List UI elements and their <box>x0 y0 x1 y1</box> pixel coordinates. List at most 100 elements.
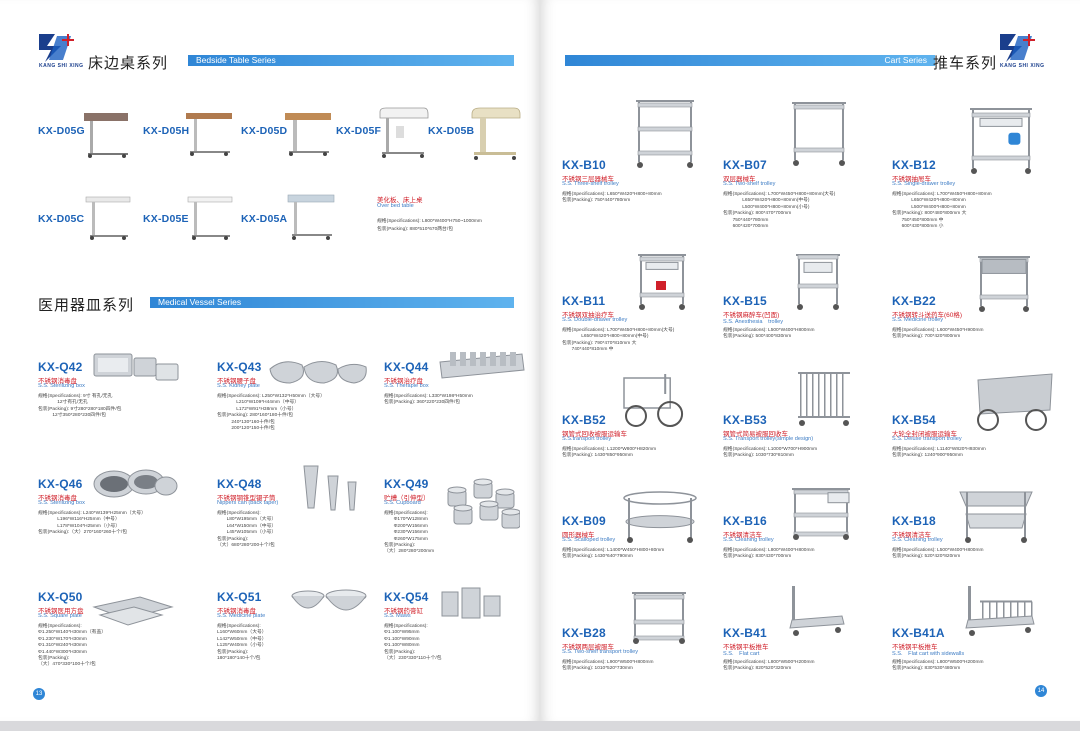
product-spec-line: 规格(Specifications): L800*W500*H200mm <box>723 660 815 665</box>
kx-b09-image <box>620 488 700 544</box>
product-name-en-kx-b41a: S.S. Flat cart with sidewalls <box>892 651 965 657</box>
product-code-d05f: KX-D05F <box>336 125 382 137</box>
product-spec-line: 包装(Packing): 1010*520*730mm <box>562 666 633 672</box>
product-code-kx-q42: KX-Q42 <box>38 360 83 374</box>
product-spec-line: L125*W40mm（小号） <box>217 643 267 649</box>
product-name-en-kx-q49: S.S. Cupboard <box>384 500 421 506</box>
product-spec-line: 包装(Packing): 790*470*810mm 大 <box>562 340 637 346</box>
product-code-kx-b28: KX-B28 <box>562 626 606 640</box>
product-spec-line: 规格(Specifications): <box>217 624 261 629</box>
product-spec-line: 规格(Specifications): <box>38 624 82 629</box>
product-code-kx-b22: KX-B22 <box>892 294 936 308</box>
table-d05e-image <box>186 195 236 241</box>
product-code-kx-q50: KX-Q50 <box>38 590 83 604</box>
product-spec-line: 包装(Packing): 800*480*800mm 大 <box>892 211 967 217</box>
product-spec-line: 12寸有孔/无孔 <box>38 400 88 406</box>
product-name-en-kx-b12: S.S. Single-drawer trolley <box>892 181 956 187</box>
product-name-en-kx-b07: S.S. Two-shelf trolley <box>723 181 776 187</box>
product-name-en-kx-b11: S.S. Double-drawer trolley <box>562 317 628 323</box>
kx-q42-image <box>90 348 180 386</box>
kx-q50-image <box>90 593 176 629</box>
kx-b52-image <box>618 370 702 428</box>
product-code-kx-q43: KX-Q43 <box>217 360 262 374</box>
section-title-bedside: 床边桌系列 <box>88 55 169 72</box>
kx-b16-image <box>786 484 856 542</box>
product-spec-line: 规格(Specifications): L250*W132*H50mm（大号） <box>217 394 325 399</box>
page-number-right: 14 <box>1035 685 1047 697</box>
kx-q46-image <box>92 466 178 500</box>
brand-logo-icon <box>1000 34 1035 62</box>
kx-b10-image <box>630 96 700 170</box>
product-spec-line: 包装(Packing): 700*420*800mm <box>892 334 961 340</box>
product-spec-line: 规格(Specifications): L900*W500*H800mm <box>562 660 654 665</box>
product-spec-line: Φ260*W175mm <box>384 536 428 542</box>
product-spec-line: Φ1.100*W80mm <box>384 643 420 649</box>
product-name-cn-kx-b16: 不锈钢清洁车 <box>723 532 762 539</box>
product-spec-line: Φ1.100*W95mm <box>384 630 420 636</box>
product-code-kx-b15: KX-B15 <box>723 294 767 308</box>
product-spec-line: L500*W400*H800+80mm(小号) <box>723 204 810 210</box>
table-d05d-image <box>283 110 335 156</box>
product-spec-line: Φ200*W156mm <box>384 523 428 529</box>
product-spec-line: L64*W150mm（中号） <box>217 523 277 529</box>
product-spec-line: L160*W60mm（大号） <box>217 630 267 636</box>
product-spec-line: 包装(Packing): 820*520*320mm <box>723 666 792 672</box>
product-name-cn-kx-b52: 钢管式回收被服运输车 <box>562 431 627 438</box>
product-code-d05a: KX-D05A <box>241 213 288 225</box>
product-spec-line: 包装(Packing): 9寸280*280*180四件/包 <box>38 406 122 412</box>
product-spec-line: L80*W195mm（大号） <box>217 517 277 523</box>
bedside-note-en: Over bed table <box>377 203 414 209</box>
product-spec-line: （大）680*280*200十个/包 <box>217 543 275 548</box>
product-spec-line: 规格(Specifications): L650*W420*H800+80mm <box>562 192 662 197</box>
product-name-en-kx-q43: S.S. Kidney plate <box>217 383 260 389</box>
product-code-kx-q44: KX-Q44 <box>384 360 429 374</box>
kx-q43-image <box>268 355 370 387</box>
product-code-d05c: KX-D05C <box>38 213 85 225</box>
product-name-en-kx-q50: S.S. Square plate <box>38 613 82 619</box>
product-spec-line: 包装(Packing): 830*530*480mm <box>892 666 961 672</box>
product-name-cn-kx-q43: 不锈钢腰子盘 <box>217 378 256 385</box>
product-name-en-kx-q44: S.S. Therapie box <box>384 383 429 389</box>
product-name-en-kx-b52: S.S.transport trolley <box>562 436 612 442</box>
section-title-vessel: 医用器皿系列 <box>38 297 135 314</box>
product-code-kx-b11: KX-B11 <box>562 294 606 308</box>
product-spec-line: 规格(Specifications): L330*W198*H50mm <box>384 394 473 399</box>
product-spec-line: 规格(Specifications): <box>217 511 261 516</box>
product-spec-line: 包装(Packing):（大）270*160*260十个/包 <box>38 530 128 536</box>
product-name-en-kx-b53: S.S. Transport trolley(simple design) <box>723 436 814 442</box>
kx-b28-image <box>626 588 692 646</box>
product-spec-line: L210*W109*H44mm（中号） <box>217 400 300 406</box>
product-spec-line: 规格(Specifications): L1200*W800*H820mm <box>562 447 657 452</box>
product-spec-line: Φ170*W128mm <box>384 517 428 523</box>
product-spec-line: L650*W420*H800+80mm(中号) <box>562 334 649 340</box>
product-spec-line: 规格(Specifications): L800*W500*H200mm <box>892 660 984 665</box>
table-d05a-image <box>286 193 338 241</box>
product-code-kx-q49: KX-Q49 <box>384 477 429 491</box>
kx-b53-image <box>792 368 856 428</box>
product-name-en-kx-b10: S.S. Three-shelf trolley <box>562 181 619 187</box>
kx-b41a-image <box>960 582 1038 638</box>
table-d05g-image <box>82 110 132 158</box>
product-spec-line: 包装(Packing): 500*400*830mm <box>723 334 792 340</box>
product-name-cn-kx-q54: 不锈钢药膏缸 <box>384 608 423 615</box>
product-spec-line: 包装(Packing): 750*440*780mm <box>562 198 631 204</box>
brand-subtitle-right: KANG SHI XING <box>1000 63 1045 69</box>
product-spec-line: 规格(Specifications): L1400*W450*H800+80mm <box>562 548 665 553</box>
product-name-cn-kx-q42: 不锈钢消毒盘 <box>38 378 77 385</box>
product-code-d05d: KX-D05D <box>241 125 288 137</box>
bedside-note-cn: 美化板、床上桌 <box>377 197 423 204</box>
product-spec-line: Φ1.100*W90mm <box>384 636 420 642</box>
product-spec-line: 规格(Specifications): L240*W139*H25mm（大号） <box>38 511 146 516</box>
product-spec-line: 规格(Specifications): L800*W400*H800mm <box>723 548 815 553</box>
kx-b11-image <box>632 250 692 312</box>
product-name-cn-kx-b53: 钢管式简易被服回收车 <box>723 431 788 438</box>
bedside-packing: 包装(Packing): 880*510*670两台/包 <box>377 227 453 232</box>
product-spec-line: （大）280*280*200mm <box>384 549 435 555</box>
brand-logo-icon <box>39 34 74 62</box>
product-name-cn-kx-q49: 贮槽（引伸型） <box>384 495 430 502</box>
kx-b07-image <box>786 98 852 168</box>
left-page: KANG SHI XING 床边桌系列 Bedside Table Series… <box>0 0 540 721</box>
product-spec-line: 规格(Specifications): L1000*W700*H900mm <box>723 447 818 452</box>
brand-logo-right: KANG SHI XING <box>998 30 1045 74</box>
product-spec-line: 规格(Specifications): L1140*W820*H930mm <box>892 447 986 452</box>
